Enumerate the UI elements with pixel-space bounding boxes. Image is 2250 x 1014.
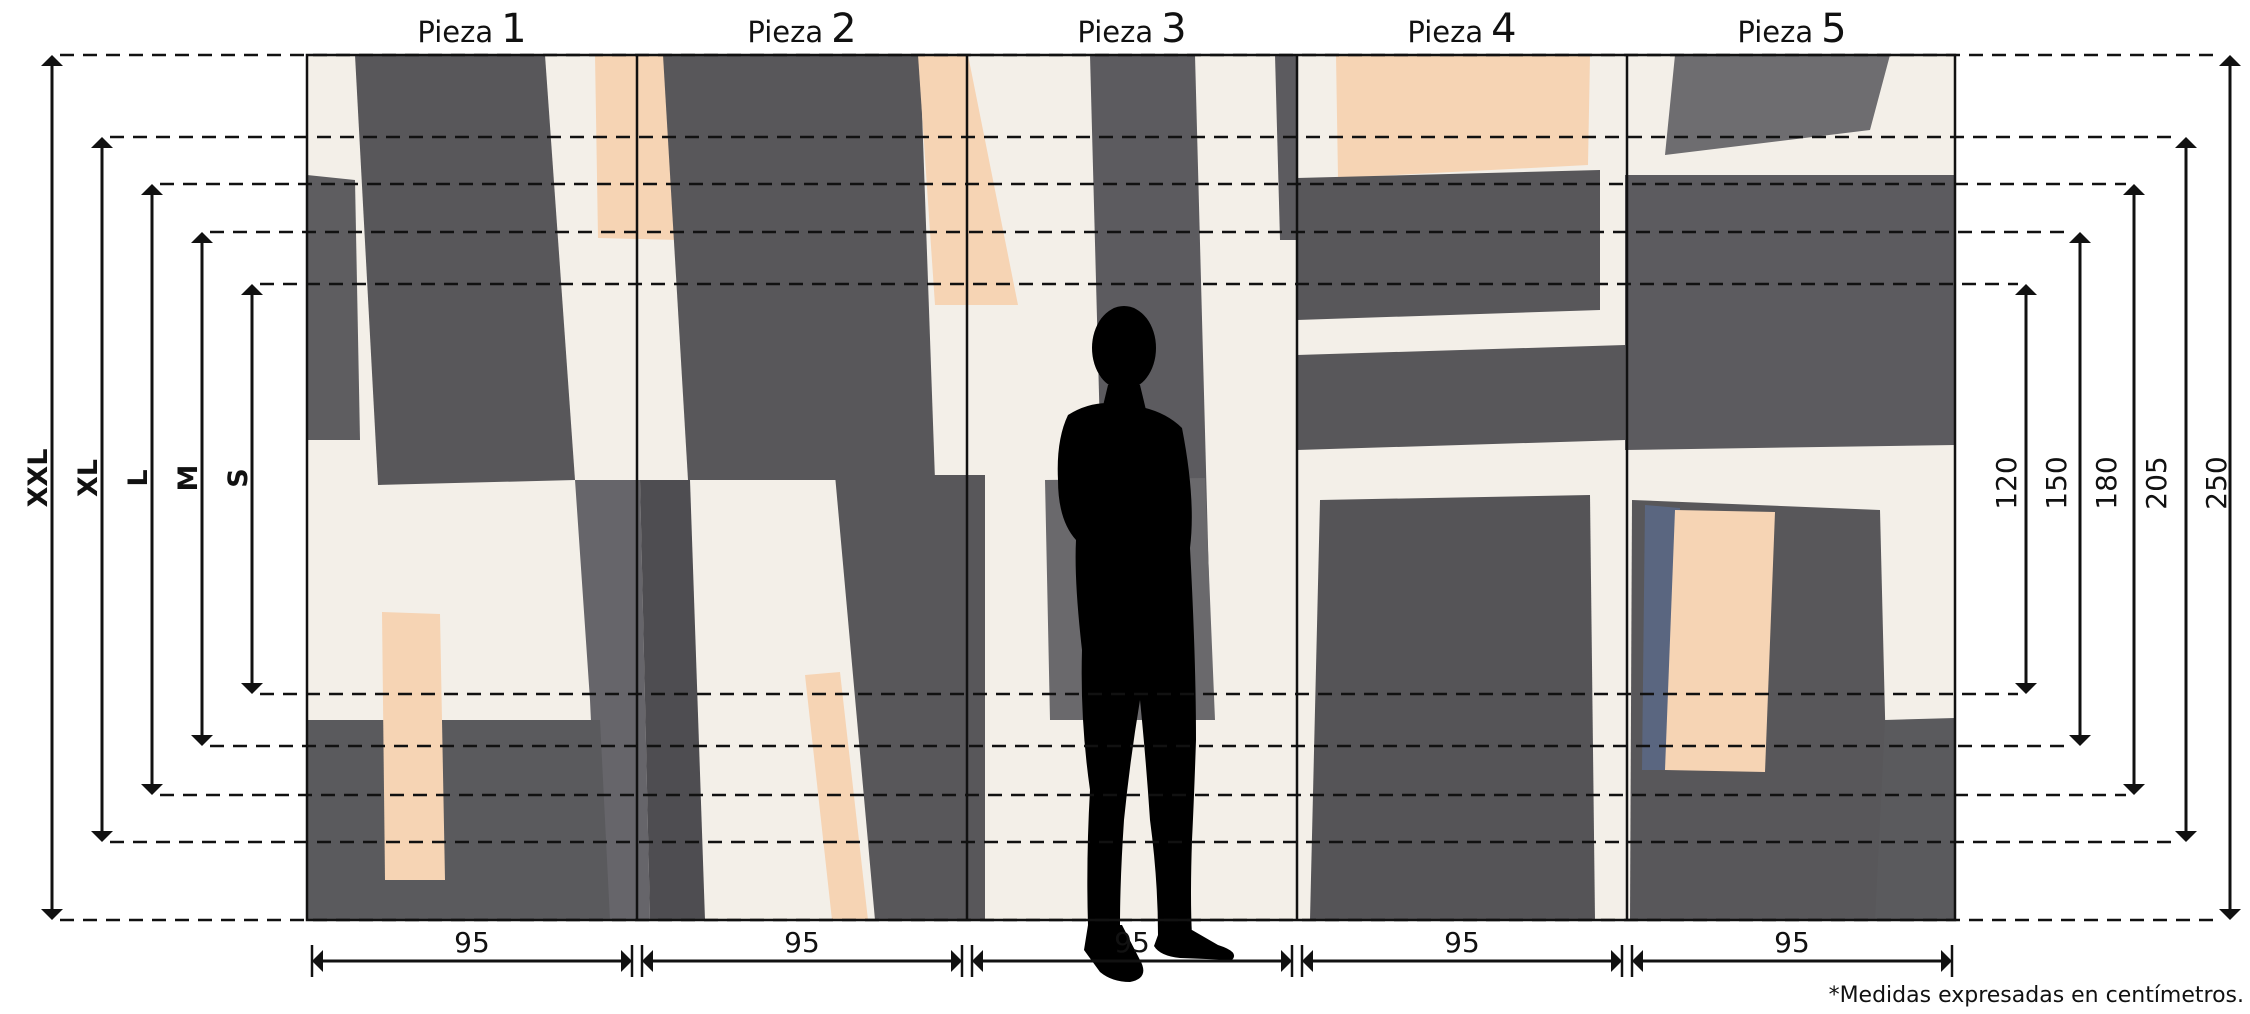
width-arrows-bottom [310, 945, 1954, 977]
height-arrow-xl [2175, 137, 2197, 842]
size-guide-dashed-lines [60, 53, 2222, 922]
height-label-205: 205 [2140, 456, 2173, 509]
size-arrow-s [241, 284, 263, 694]
height-label-250: 250 [2200, 456, 2233, 509]
height-label-180: 180 [2090, 456, 2123, 509]
size-arrows-left [41, 55, 263, 920]
piece-width-label-3: 95 [1114, 926, 1150, 959]
height-arrow-s [2015, 284, 2037, 694]
size-arrow-xxl [41, 55, 63, 920]
size-label-xl: XL [73, 459, 104, 497]
height-arrow-xxl [2219, 55, 2241, 920]
person-silhouette-icon [1057, 306, 1235, 982]
width-arrow-2 [640, 945, 964, 977]
piece-width-label-4: 95 [1444, 926, 1480, 959]
piece-width-label-1: 95 [454, 926, 490, 959]
size-label-m: M [173, 465, 204, 492]
size-arrow-m [191, 232, 213, 746]
height-label-120: 120 [1990, 456, 2023, 509]
size-arrow-l [141, 184, 163, 795]
piece-width-label-2: 95 [784, 926, 820, 959]
size-label-l: L [123, 469, 154, 486]
mural-artwork [307, 55, 1955, 920]
height-label-150: 150 [2040, 456, 2073, 509]
measurement-footnote: *Medidas expresadas en centímetros. [1828, 983, 2244, 1008]
width-arrow-5 [1630, 945, 1954, 977]
width-arrow-3 [970, 945, 1294, 977]
size-label-xxl: XXL [23, 449, 54, 508]
size-label-s: S [223, 468, 254, 487]
width-arrow-4 [1300, 945, 1624, 977]
height-arrows-right [2015, 55, 2241, 920]
width-arrow-1 [310, 945, 634, 977]
height-arrow-m [2069, 232, 2091, 746]
height-arrow-l [2123, 184, 2145, 795]
piece-width-label-5: 95 [1774, 926, 1810, 959]
size-arrow-xl [91, 137, 113, 842]
